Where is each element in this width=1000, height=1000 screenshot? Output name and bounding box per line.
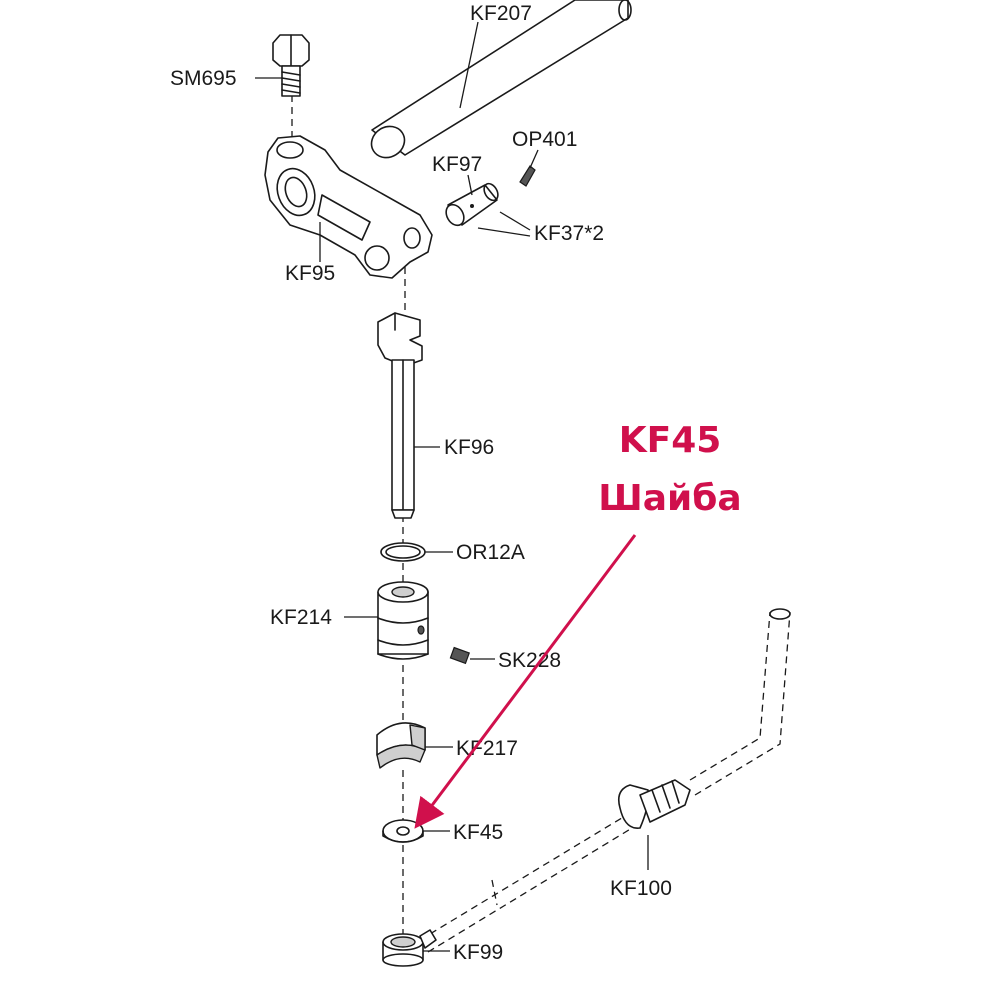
- label-kf96: KF96: [444, 436, 494, 459]
- label-kf45: KF45: [453, 821, 503, 844]
- label-kf97: KF97: [432, 153, 482, 176]
- highlight-arrow: [414, 534, 637, 829]
- label-kf217: KF217: [456, 737, 518, 760]
- rod-kf207: [370, 0, 632, 159]
- label-kf207: KF207: [470, 2, 532, 25]
- center-axis: [291, 95, 406, 935]
- label-kf100: KF100: [610, 877, 672, 900]
- highlight-name: Шайба: [598, 478, 741, 519]
- fitting-kf99: [382, 929, 437, 967]
- arm-kf95: [264, 135, 433, 279]
- label-or12a: OR12A: [456, 541, 525, 564]
- highlight-code: KF45: [619, 420, 722, 461]
- washer-kf45: [382, 819, 424, 843]
- label-kf99: KF99: [453, 941, 503, 964]
- pin-kf97: [445, 182, 499, 227]
- bushing-kf214: [377, 581, 429, 660]
- shaft-kf96: [377, 312, 423, 519]
- screw-sm695: [272, 34, 310, 97]
- label-kf95: KF95: [285, 262, 335, 285]
- pin-op401: [519, 165, 536, 187]
- setscrew-sk228: [449, 646, 470, 665]
- label-kf37: KF37*2: [534, 222, 604, 245]
- oring-or12a: [380, 542, 426, 562]
- label-kf214: KF214: [270, 606, 332, 629]
- label-sk228: SK228: [498, 649, 561, 672]
- clip-kf217: [376, 722, 426, 769]
- label-sm695: SM695: [170, 67, 237, 90]
- label-op401: OP401: [512, 128, 577, 151]
- tube-kf100: [419, 608, 791, 953]
- highlight-callout: KF45 Шайба: [414, 420, 742, 829]
